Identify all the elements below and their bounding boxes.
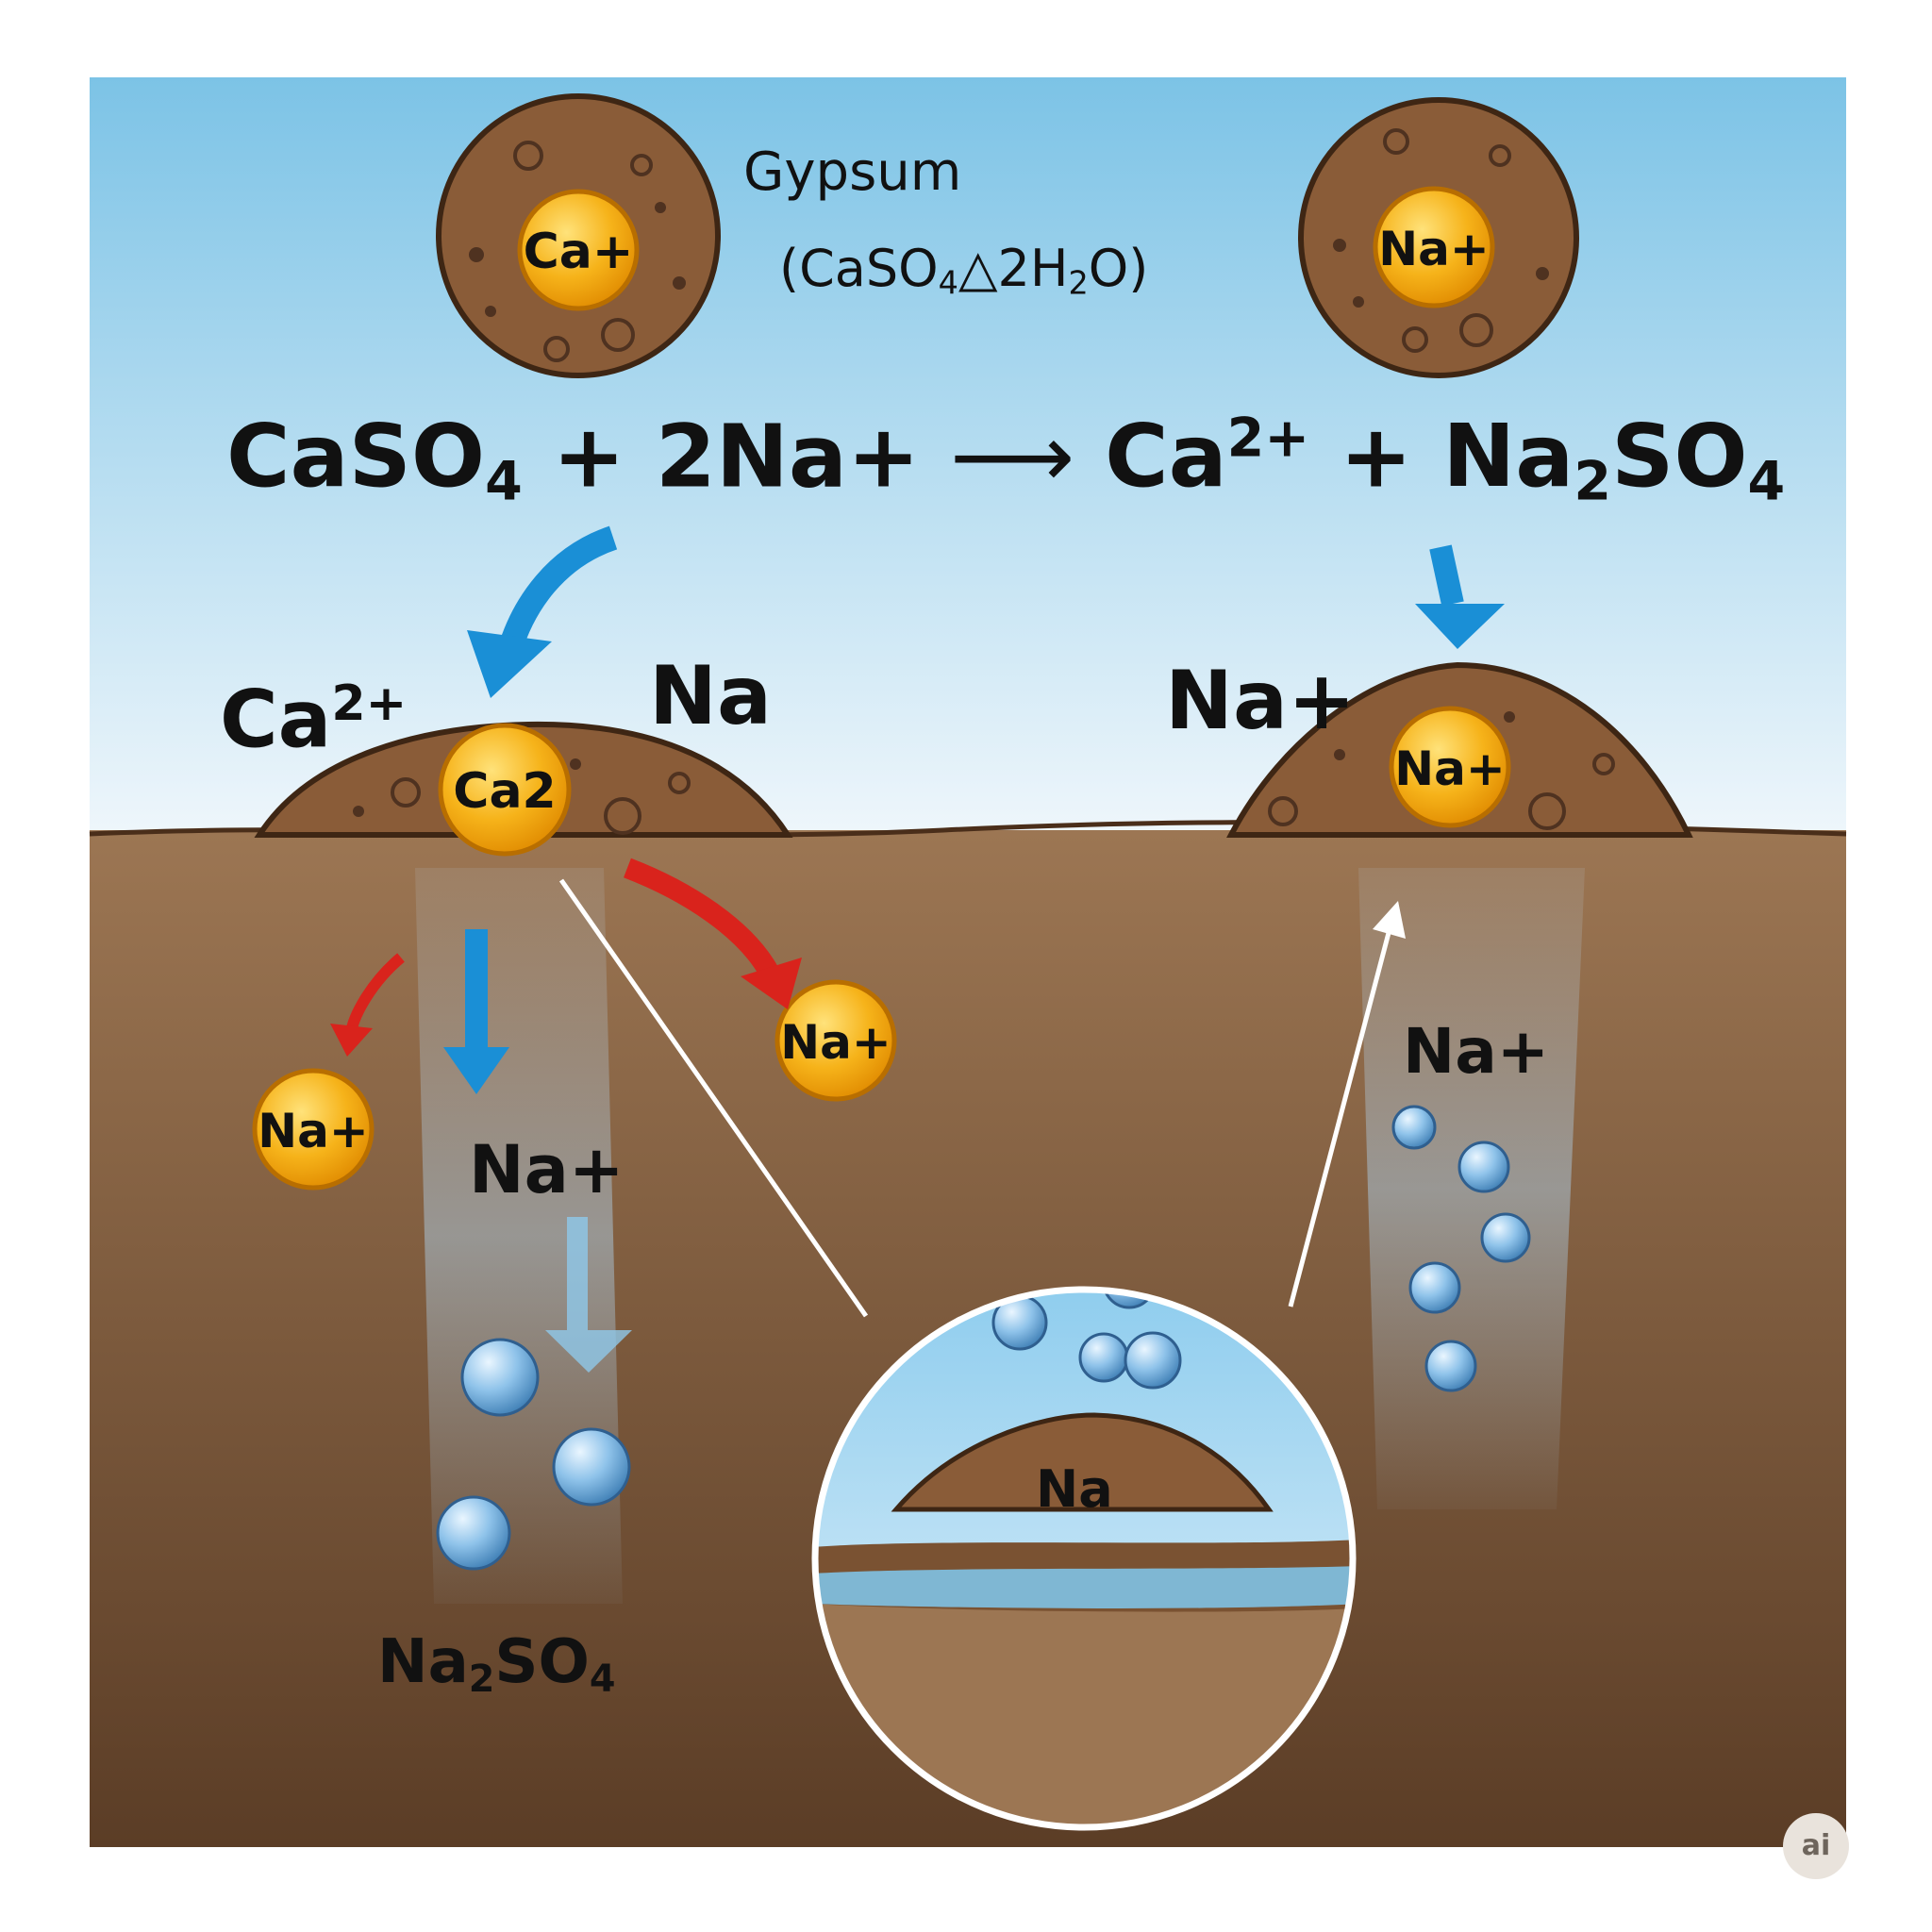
sodium-ion-mound [1389, 706, 1511, 828]
equation-reactant-2: 2Na+ [655, 406, 921, 508]
calcium-ion-mound-label: Ca2 [453, 763, 557, 820]
sodium-ion-top [1373, 186, 1495, 308]
sodium-ion-released-right-label: Na+ [780, 1015, 891, 1070]
red-arrow-left-head [330, 1024, 373, 1057]
blue-arrow-right-head [1415, 604, 1505, 649]
gypsum-label: Gypsum [743, 142, 962, 203]
gypsum-formula: (CaSO4△2H2O) [779, 239, 1149, 302]
na-plus-label-column-right: Na+ [1403, 1015, 1550, 1088]
na2so4-label: Na2SO4 [377, 1627, 616, 1701]
blue-arrow-down-head [443, 1047, 509, 1094]
reaction-equation: CaSO4 + 2Na+ ⟶ Ca2+ + Na2SO4 [226, 411, 1785, 509]
sodium-ion-released-right [774, 979, 897, 1102]
white-arrow-up [1288, 928, 1392, 1307]
calcium-ion-top-label: Ca+ [523, 224, 634, 280]
sodium-ion-released-left-label: Na+ [258, 1104, 369, 1158]
faint-blue-arrow-head [545, 1330, 632, 1373]
red-arrow-right-head [741, 958, 802, 1009]
sodium-ion-mound-label: Na+ [1394, 741, 1506, 796]
calcium-ion-mound [438, 723, 572, 857]
sodium-ion-released-left [252, 1068, 375, 1191]
zoom-inset-border [811, 1286, 1357, 1831]
equation-product-2: Na2SO4 [1442, 406, 1786, 513]
white-arrow-up-head [1373, 901, 1406, 939]
zoom-pointer-line [558, 878, 869, 1318]
blue-curved-arrow-left [497, 525, 618, 655]
equation-arrow: ⟶ [950, 406, 1075, 508]
watermark-badge: ai [1783, 1813, 1849, 1879]
inset-na-label: Na [1036, 1459, 1113, 1519]
blue-arrow-right [1429, 544, 1464, 607]
zoom-inset [815, 1290, 1353, 1827]
na-plus-label-right: Na+ [1165, 654, 1357, 748]
equation-plus-1: + [552, 406, 625, 508]
ca2-label-left: Ca2+ [220, 673, 408, 766]
red-arrow-right [624, 858, 778, 977]
sodium-ion-top-label: Na+ [1378, 222, 1490, 276]
equation-plus-2: + [1340, 406, 1413, 508]
water-bubbles-right [1391, 1105, 1531, 1392]
blue-curved-arrow-left-head [467, 630, 552, 698]
na-plus-label-column-left: Na+ [469, 1131, 625, 1208]
equation-product-1: Ca2+ [1105, 406, 1310, 508]
calcium-ion-top [517, 189, 640, 311]
water-bubbles-left [436, 1338, 631, 1571]
na-label-left: Na [649, 649, 773, 743]
equation-reactant-1: CaSO4 [226, 406, 523, 513]
